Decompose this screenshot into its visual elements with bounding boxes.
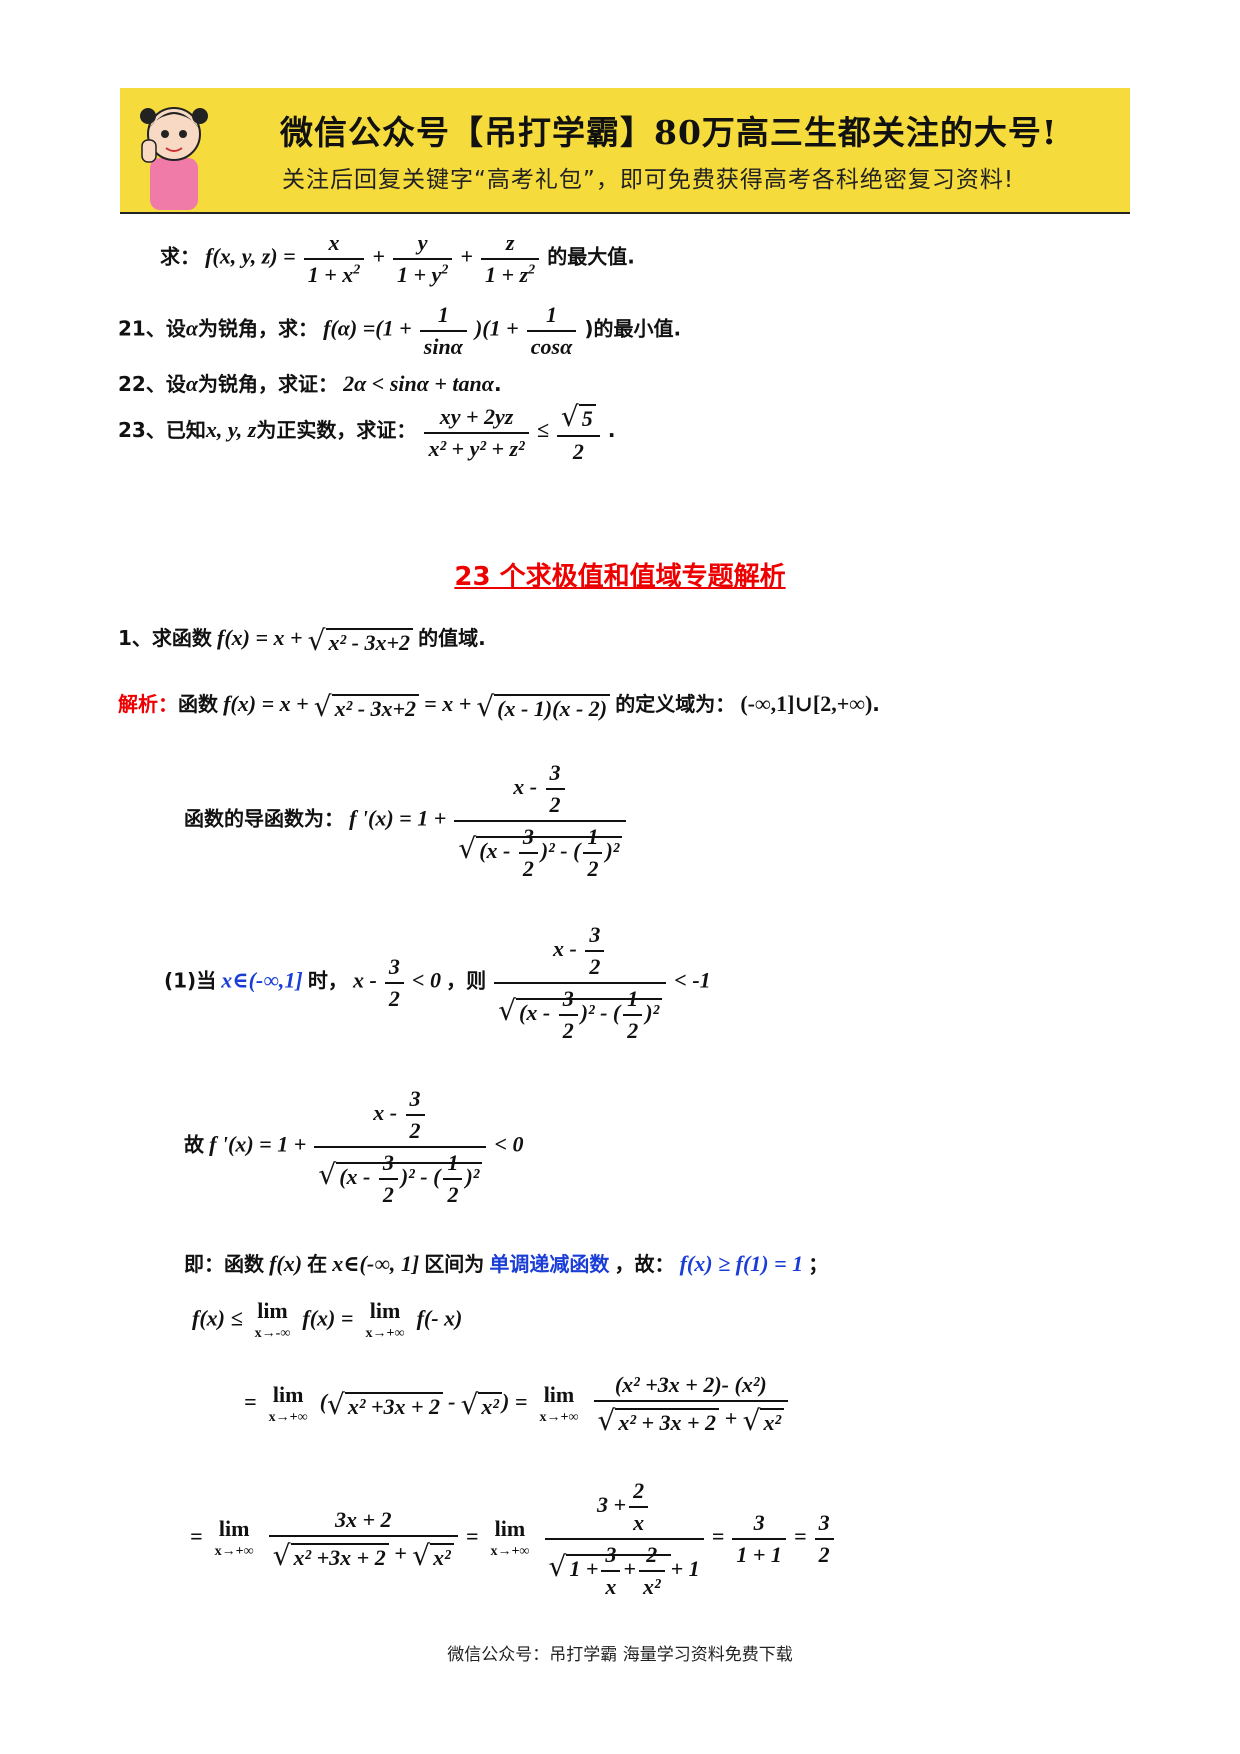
- banner-title: 微信公众号【吊打学霸】80万高三生都关注的大号!: [280, 113, 1058, 152]
- cartoon-girl-icon: [140, 107, 208, 210]
- problem-22: 22、设α为锐角，求证： 2α < sinα + tanα.: [118, 371, 502, 396]
- banner-subtitle: 关注后回复关键字“高考礼包”，即可免费获得高考各科绝密复习资料!: [282, 167, 1015, 193]
- footer: 微信公众号：吊打学霸 海量学习资料免费下载: [447, 1645, 793, 1665]
- conclusion: 即：函数 f(x) 在 x∈(-∞, 1] 区间为 单调递减函数 ，故： f(x…: [184, 1251, 829, 1276]
- solution-domain: 解析：函数 f(x) = x + √x² - 3x+2 = x + √(x - …: [118, 690, 880, 723]
- section-problem-1: 1、求函数 f(x) = x + √x² - 3x+2 的值域.: [118, 624, 486, 657]
- header-banner: 微信公众号【吊打学霸】80万高三生都关注的大号! 关注后回复关键字“高考礼包”，…: [120, 88, 1130, 214]
- section-title: 23 个求极值和值域专题解析: [454, 562, 786, 592]
